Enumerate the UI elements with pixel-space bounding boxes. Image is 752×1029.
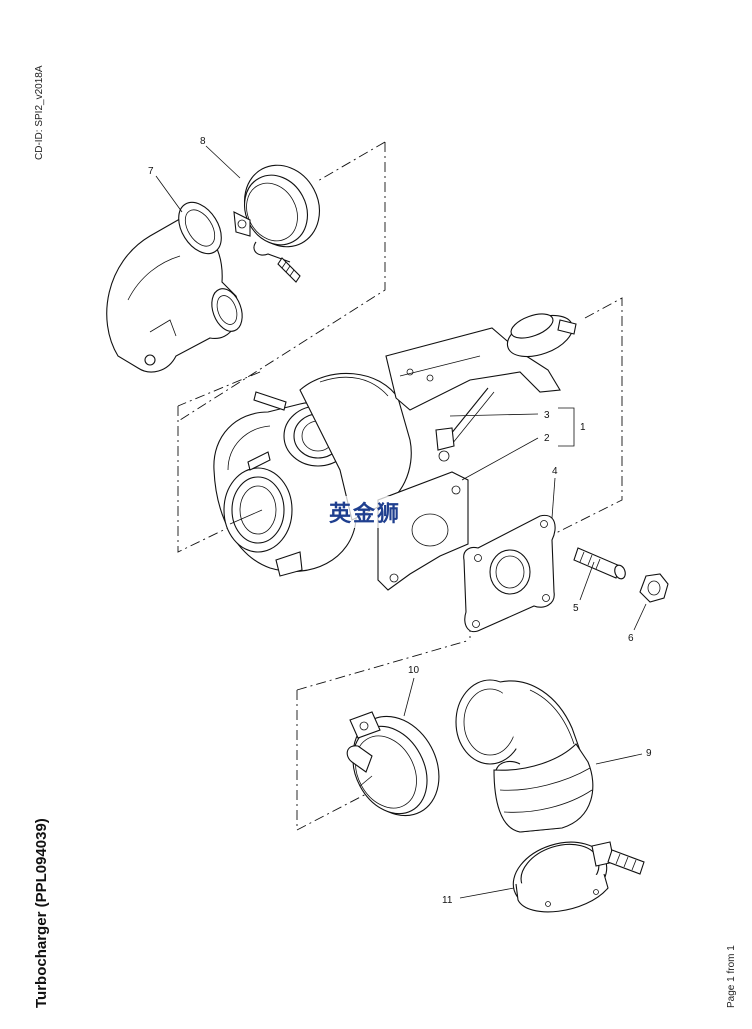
part-4-gasket (463, 514, 556, 632)
watermark-logo-text: 英金狮 (326, 496, 405, 528)
phantom-box-upper (179, 141, 386, 421)
part-9-outlet-elbow (455, 679, 594, 833)
part-7-inlet-elbow (106, 201, 243, 373)
callout-4: 4 (552, 466, 558, 477)
page-number: Page 1 from 1 (726, 945, 737, 1008)
part-5-stud (573, 547, 626, 580)
callout-6: 6 (628, 633, 634, 644)
cd-id-label: CD-ID: SPI2_v2018A (34, 65, 45, 161)
callout-11: 11 (442, 895, 453, 906)
callout-9: 9 (646, 748, 652, 759)
part-8-vband-clamp (233, 164, 320, 283)
callout-1: 1 (580, 422, 586, 433)
page-title: Turbocharger (PPL094039) (33, 818, 50, 1008)
part-6-nut (639, 573, 669, 603)
callout-8: 8 (200, 136, 206, 147)
callout-7: 7 (148, 166, 154, 177)
callouts: 7 8 3 2 1 4 5 6 10 9 11 (148, 136, 652, 906)
part-10-vband-clamp (346, 711, 440, 817)
leader-lines (155, 145, 647, 899)
callout-2: 2 (544, 433, 550, 444)
part-1-turbocharger (213, 313, 577, 591)
callout-3: 3 (544, 410, 550, 421)
callout-5: 5 (573, 603, 579, 614)
part-11-clamp (512, 841, 645, 913)
phantom-box-lower (296, 639, 471, 831)
callout-10: 10 (408, 665, 420, 676)
